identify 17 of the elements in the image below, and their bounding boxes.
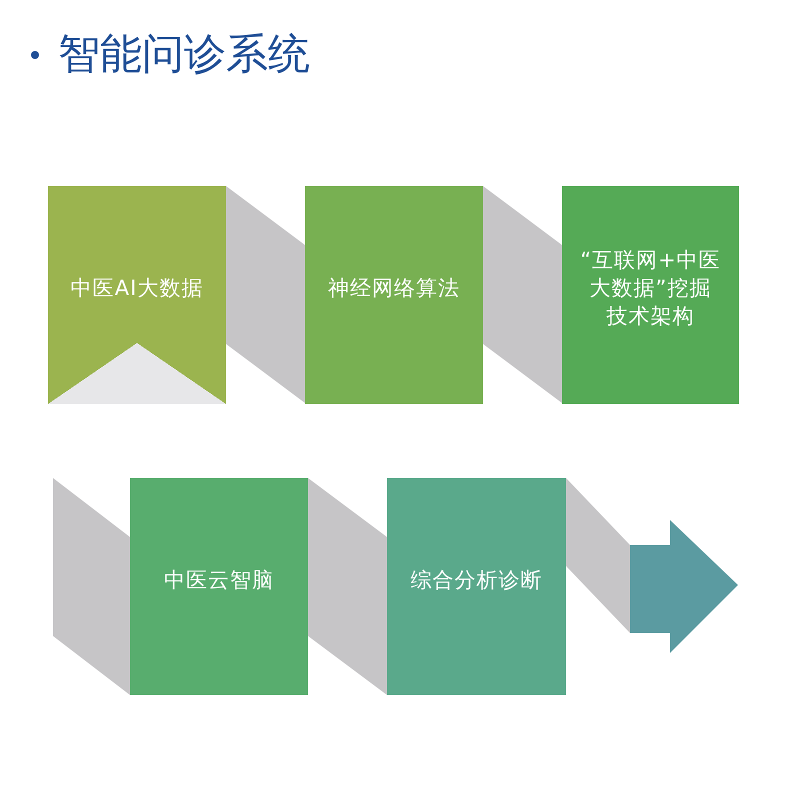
process-box bbox=[562, 186, 739, 404]
box-label: 神经网络算法 bbox=[328, 275, 460, 302]
box-label: 综合分析诊断 bbox=[410, 566, 542, 594]
connector-band bbox=[53, 478, 130, 695]
process-box bbox=[305, 186, 483, 404]
banner-box bbox=[48, 186, 226, 404]
connector-band bbox=[308, 478, 387, 695]
slide-title: 智能问诊系统 bbox=[58, 33, 310, 75]
connector-band bbox=[483, 186, 562, 403]
process-box bbox=[130, 478, 308, 695]
process-box bbox=[387, 478, 566, 695]
box-label: 中医云智脑 bbox=[164, 566, 274, 594]
box-label: 中医AI大数据 bbox=[70, 275, 204, 302]
box-label: “互联网+中医大数据”挖掘技术架构 bbox=[580, 247, 722, 330]
block-arrow bbox=[630, 520, 738, 653]
connector-band bbox=[226, 186, 305, 403]
connector-band bbox=[566, 478, 630, 633]
